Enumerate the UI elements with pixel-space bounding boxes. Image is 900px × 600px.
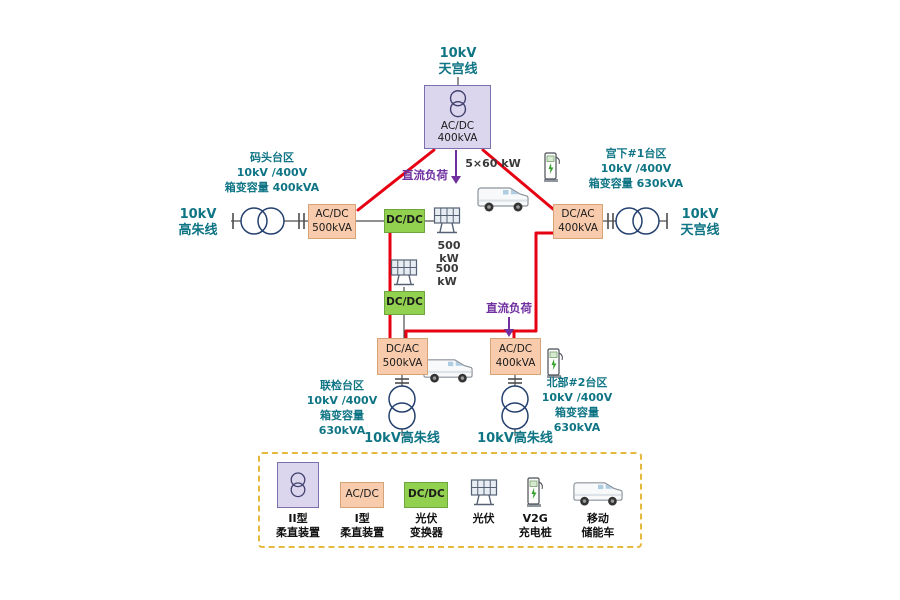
legend-label-ev: 移动 储能车 bbox=[581, 512, 615, 539]
transformer-icon bbox=[444, 89, 472, 119]
transformer-icon bbox=[388, 385, 416, 413]
transformer-icon bbox=[501, 402, 529, 430]
area-label-gongxia: 宫下#1台区 10kV /400V 箱变容量 630kVA bbox=[588, 147, 684, 190]
pv-panel-icon bbox=[390, 259, 418, 286]
pv-converter-left: DC/DC bbox=[384, 209, 425, 233]
feeder-label-gaozhu-br: 10kV高朱线 bbox=[477, 431, 553, 446]
legend-item-ev: 移动 储能车 bbox=[572, 462, 624, 540]
transformer-icon bbox=[501, 385, 529, 413]
bus-ticks bbox=[232, 213, 668, 384]
ev-van-icon bbox=[572, 475, 624, 508]
area-label-matou: 码头台区 10kV /400V 箱变容量 400kVA bbox=[224, 151, 320, 194]
legend-item-pv-converter: DC/DC 光伏 变换器 bbox=[404, 462, 449, 540]
type2-converter-icon bbox=[277, 462, 319, 508]
dc-load-arrows bbox=[451, 150, 514, 337]
type2-converter-box bbox=[277, 462, 319, 508]
feeder-label-gaozhu-bl: 10kV高朱线 bbox=[364, 431, 440, 446]
legend-item-v2g: V2G 充电桩 bbox=[519, 462, 552, 540]
dc-ring bbox=[356, 148, 555, 344]
pv-capacity-mid: 500 kW bbox=[435, 262, 459, 289]
ev-van-icon bbox=[477, 187, 529, 213]
charging-pile-icon bbox=[543, 152, 560, 183]
dc-load-value-top: 5×60 kW bbox=[465, 157, 521, 170]
pv-converter-mid: DC/DC bbox=[384, 291, 425, 315]
legend: II型 柔直装置 AC/DC I型 柔直装置 DC/DC 光伏 变换器 光伏 V… bbox=[258, 452, 642, 548]
charging-pile-icon-slot bbox=[525, 462, 545, 508]
transformer-symbols bbox=[240, 207, 660, 430]
dc-ring-segment bbox=[356, 148, 436, 212]
ev-van-icon-slot bbox=[572, 462, 624, 508]
charging-pile-icon bbox=[525, 475, 545, 508]
area-label-beibu: 北部#2台区 10kV /400V 箱变容量 630kVA bbox=[541, 376, 613, 434]
transformer-icon bbox=[632, 207, 660, 235]
pv-converter-box: DC/DC bbox=[404, 482, 449, 508]
converter-rating: AC/DC 400kVA bbox=[437, 119, 478, 145]
legend-label-type1: I型 柔直装置 bbox=[340, 512, 385, 539]
legend-item-type1: AC/DC I型 柔直装置 bbox=[340, 462, 385, 540]
type1-converter-box: AC/DC bbox=[340, 482, 385, 508]
converter-right: DC/AC 400kVA bbox=[553, 204, 603, 239]
ev-van-icon bbox=[423, 359, 473, 384]
legend-item-pv: 光伏 bbox=[469, 462, 499, 540]
transformer-icon bbox=[286, 470, 310, 500]
feeder-label-tiangong-right: 10kV 天宫线 bbox=[680, 207, 720, 239]
transformer-icon bbox=[388, 402, 416, 430]
charging-pile-icon bbox=[546, 348, 563, 379]
feeder-label-tiangong-top: 10kV 天宫线 bbox=[438, 46, 478, 78]
legend-label-type2: II型 柔直装置 bbox=[276, 512, 320, 539]
legend-label-v2g: V2G 充电桩 bbox=[518, 512, 552, 539]
converter-left: AC/DC 500kVA bbox=[308, 204, 356, 239]
converter-bottom-right: AC/DC 400kVA bbox=[490, 338, 541, 375]
converter-bottom-left: DC/AC 500kVA bbox=[377, 338, 428, 375]
legend-label-pv-converter: 光伏 变换器 bbox=[409, 512, 443, 539]
type1-converter-icon: AC/DC bbox=[340, 462, 385, 508]
legend-label-pv: 光伏 bbox=[472, 512, 495, 525]
pv-panel-icon bbox=[433, 207, 461, 234]
pv-panel-icon bbox=[469, 476, 499, 508]
pv-panel-icon-slot bbox=[469, 462, 499, 508]
dc-ring-segment bbox=[481, 148, 555, 211]
feeder-label-gaozhu-left: 10kV 高朱线 bbox=[178, 207, 218, 239]
transformer-icon bbox=[240, 207, 268, 235]
pv-converter-icon: DC/DC bbox=[404, 462, 449, 508]
pv-capacity-left: 500 kW bbox=[437, 239, 461, 266]
area-label-lianjian: 联检台区 10kV /400V 箱变容量 630kVA bbox=[306, 379, 378, 437]
dc-load-label-br: 直流负荷 bbox=[486, 301, 532, 315]
legend-item-type2: II型 柔直装置 bbox=[276, 462, 320, 540]
dc-load-label-top: 直流负荷 bbox=[402, 168, 448, 182]
transformer-icon bbox=[257, 207, 285, 235]
dc-load-arrowhead bbox=[504, 329, 514, 337]
dc-ring-segment bbox=[404, 231, 555, 342]
top-converter-station: AC/DC 400kVA bbox=[424, 85, 491, 149]
dc-load-arrowhead bbox=[451, 176, 461, 184]
transformer-icon bbox=[615, 207, 643, 235]
